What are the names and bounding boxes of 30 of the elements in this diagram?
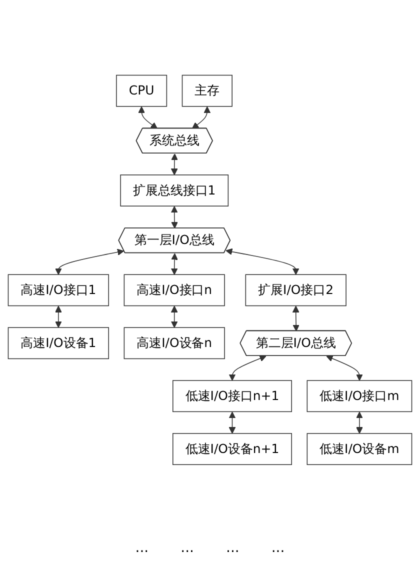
- node-box: 低速I/O设备m: [306, 433, 412, 466]
- arrow: [170, 206, 178, 229]
- arrow: [356, 412, 363, 434]
- arrow: [326, 355, 363, 381]
- ellipsis: ...: [270, 540, 286, 556]
- node-box: 高速I/O设备n: [124, 327, 225, 360]
- ellipsis: ...: [180, 540, 195, 556]
- node-box: 低速I/O设备n+1: [172, 433, 292, 466]
- node-box: 高速I/O接口n: [124, 274, 225, 306]
- node-box: 扩展总线接口1: [120, 174, 229, 207]
- arrow: [138, 106, 158, 129]
- arrow: [170, 306, 178, 328]
- arrow: [192, 106, 211, 129]
- arrow: [55, 306, 62, 328]
- arrow: [170, 253, 178, 275]
- node-box: 扩展I/O接口2: [245, 274, 346, 306]
- node-box: 低速I/O接口m: [306, 380, 412, 412]
- node-box: CPU: [116, 74, 168, 107]
- node-box: 高速I/O接口1: [8, 274, 109, 306]
- arrow: [292, 306, 300, 332]
- arrow: [228, 355, 266, 381]
- node-box: 低速I/O接口n+1: [172, 380, 292, 412]
- arrow: [170, 154, 178, 176]
- node-box: 主存: [182, 74, 232, 107]
- ellipsis: ...: [134, 540, 150, 556]
- arrow: [55, 248, 124, 275]
- arrow: [226, 248, 300, 275]
- node-box: 高速I/O设备1: [8, 327, 109, 360]
- arrow: [228, 412, 236, 434]
- ellipsis: ...: [225, 540, 240, 556]
